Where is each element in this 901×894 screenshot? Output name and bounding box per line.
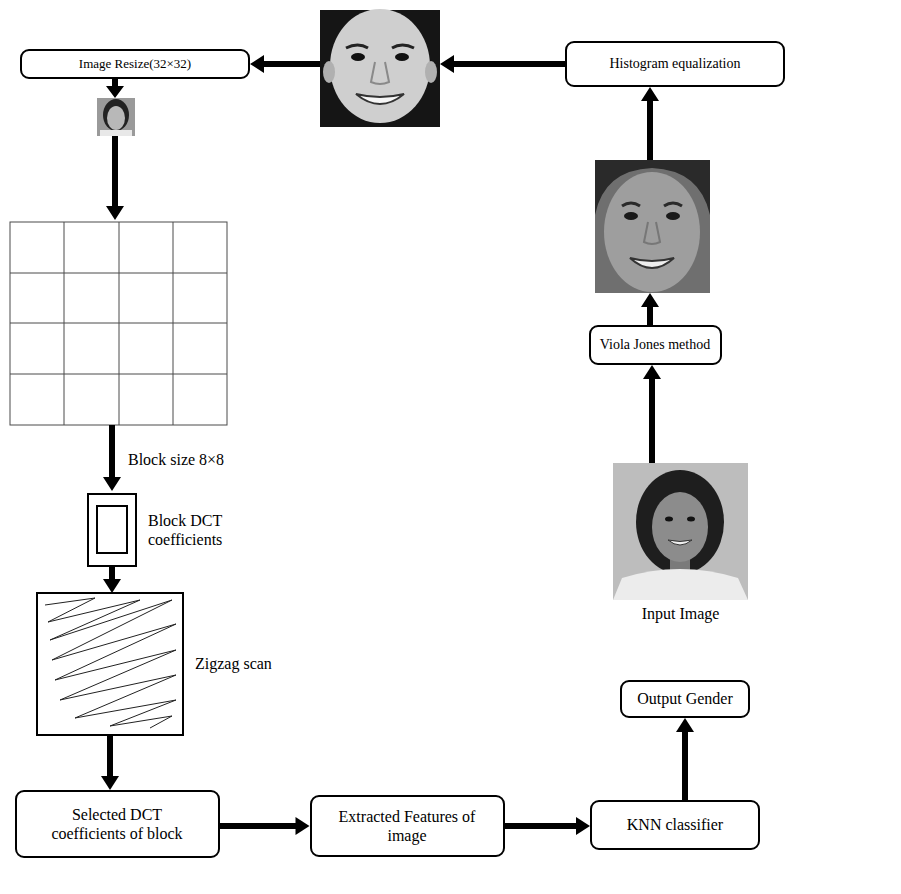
eyebrow [664,203,682,206]
connector-line [220,823,297,829]
process-box: Histogram equalization [565,41,785,87]
image-ground [97,98,135,136]
resized-face-image [97,98,135,136]
flow-connector [505,817,591,835]
connector-line [505,823,578,829]
dct-block-symbol [88,494,136,566]
dct-block-node: Block DCT coefficients [88,493,253,567]
classifier-box: KNN classifier [590,800,760,850]
smile [356,94,404,104]
input-photograph [613,463,748,600]
eye [395,53,409,61]
connector-line [649,378,655,463]
connector-line [682,731,688,800]
node-text: Input Image [613,604,748,623]
eye [666,212,680,220]
node-text: Image Resize(32×32) [79,56,191,72]
ear-shape [425,61,437,83]
arrowhead [103,579,121,593]
process-box: Image Resize(32×32) [20,49,250,79]
eyebrow [346,45,368,48]
flow-arrow [641,87,659,160]
arrowhead [576,817,590,835]
zigzag-node: Zigzag scan [37,593,272,735]
zigzag-path [45,598,176,728]
flow-connector [103,567,121,593]
node-text: Block DCT coefficients [148,511,253,549]
flow-arrow [106,136,124,220]
process-box: Selected DCT coefficients of block [15,790,220,858]
detected-face-image [595,160,710,293]
hair [103,99,129,131]
eye [665,517,673,522]
annotation-label: Block size 8×8 [128,450,224,469]
outer-square [88,494,136,566]
eyebrow [622,203,640,206]
connector-line [107,735,113,777]
image-ground [613,463,748,600]
smile [668,540,692,545]
flow-arrow [641,293,659,325]
flow-arrow [440,55,565,73]
grid-line [10,374,227,375]
node-text: Histogram equalization [609,56,740,73]
flow-connector [643,365,661,463]
face-shape [604,172,700,292]
grid-line [10,323,227,324]
process-box: Viola Jones method [589,325,722,365]
inner-square [97,506,127,553]
flow-arrow [106,77,124,98]
smile [630,258,674,268]
image-ground [595,160,710,293]
image-ground [320,10,440,127]
node-text: Selected DCT coefficients of block [37,805,197,843]
flow-arrow [250,55,320,73]
eye [351,53,365,61]
flow-connector [101,735,119,790]
output-box: Output Gender [620,680,750,718]
face-shape [652,492,708,562]
flow-arrows [103,55,659,491]
eyebrow [392,45,414,48]
eye [687,517,695,522]
flow-connector [676,718,694,800]
node-text: Zigzag scan [195,654,272,673]
hair [636,470,724,574]
grid-line [10,273,227,274]
flow-arrow [103,425,121,491]
process-box: Extracted Features of image [310,795,505,857]
arrowhead [643,365,661,379]
nose [644,222,660,244]
block-grid [10,222,227,425]
grid-border [10,222,227,425]
connector-line [109,567,115,580]
arrowhead [101,776,119,790]
node-text: Output Gender [637,689,733,708]
zigzag-symbol [37,593,183,735]
zigzag-square [37,593,183,735]
node-text: Extracted Features of image [322,807,492,845]
arrowhead [676,718,694,732]
equalized-face-image [320,9,440,127]
ear-shape [323,61,335,83]
shirt [100,130,132,136]
node-text: Viola Jones method [600,337,710,354]
nose [371,62,389,84]
flow-connector [220,817,310,835]
face-shape [330,9,430,123]
input-image-node: Input Image [613,463,748,623]
eye [624,212,638,220]
face-shape [107,106,125,130]
node-text: KNN classifier [627,815,723,834]
shirt [613,569,748,600]
arrowhead [296,817,310,835]
